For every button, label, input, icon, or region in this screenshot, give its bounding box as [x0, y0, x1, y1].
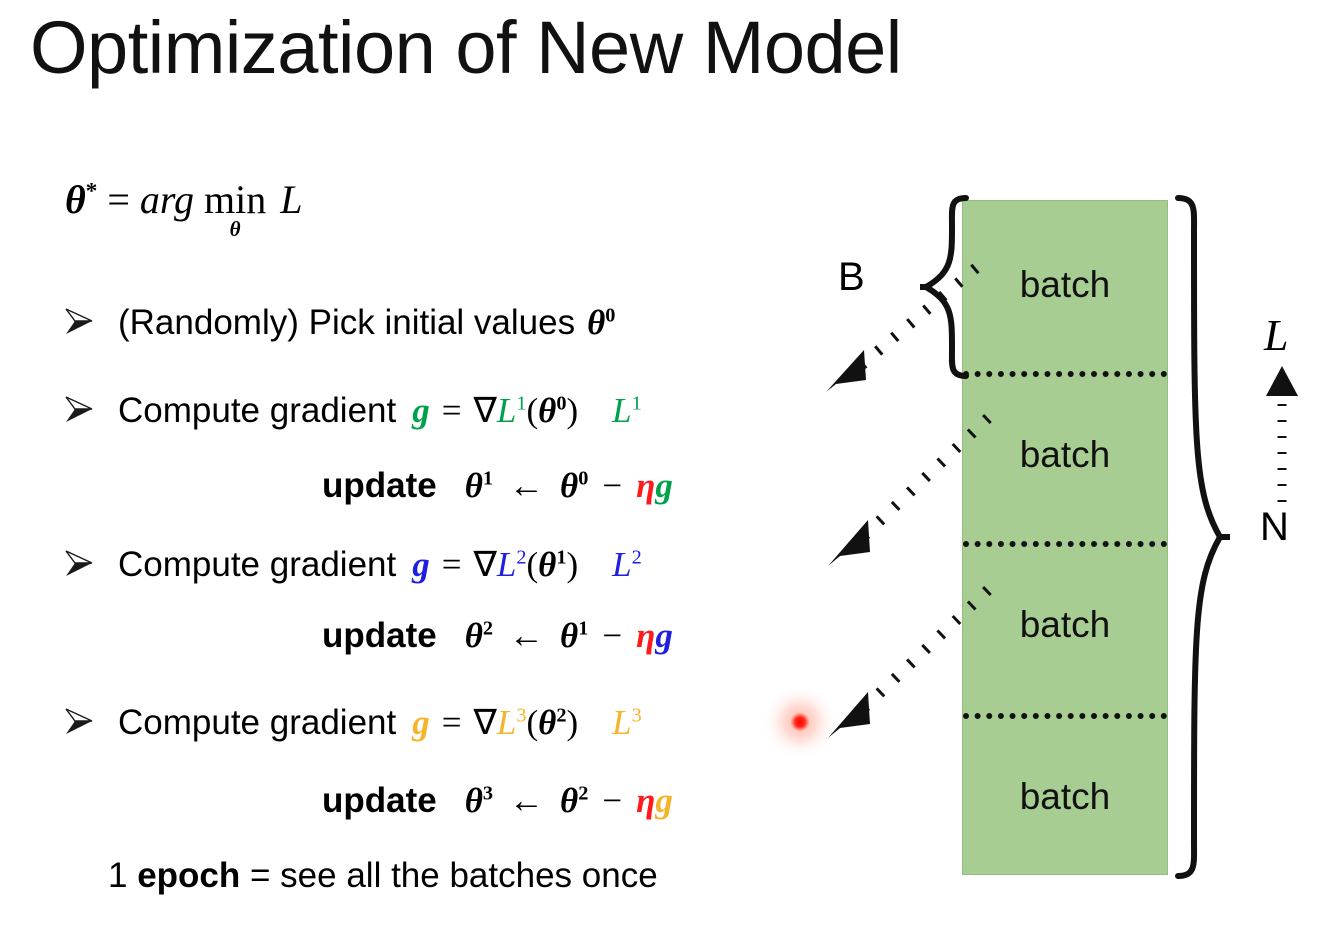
loss-tag-3: L3 — [612, 703, 642, 742]
bullet-4-text: Compute gradient — [118, 703, 397, 742]
open-paren: ( — [526, 391, 539, 430]
loss-term-2: L2 — [496, 545, 527, 584]
equals-sign: = — [107, 177, 130, 222]
bullet-2-text: Compute gradient — [118, 391, 397, 430]
batch-cell: batch — [1019, 264, 1111, 305]
g-symbol-3: g — [655, 781, 673, 820]
equals-sign: = — [441, 703, 462, 742]
loss-term-1: L1 — [496, 391, 527, 430]
theta-initial-symbol: θ0 — [587, 303, 616, 342]
batch-cell: batch — [1019, 434, 1111, 475]
update-lhs-2: θ2 — [464, 616, 494, 655]
min-subscript-theta: θ — [229, 217, 241, 241]
left-arrow-icon: ← — [509, 616, 545, 655]
epoch-count: 1 — [108, 856, 128, 895]
eta-symbol-3: η — [636, 781, 656, 820]
close-paren: ) — [566, 545, 579, 584]
page-title: Optimization of New Model — [30, 6, 902, 89]
bullet-compute-gradient-2: Compute gradient g = ∇ L2 ( θ1 ) L2 — [62, 542, 642, 585]
batch-cell: batch — [1019, 776, 1111, 817]
update-step-1: update θ1 ← θ0 − η g — [322, 466, 673, 506]
dataset-size-label: N — [1260, 505, 1289, 549]
dotted-diagonal-arrow-icon — [828, 414, 992, 566]
dotted-diagonal-arrow-icon — [826, 263, 980, 392]
objective-loss-symbol: L — [280, 177, 303, 222]
update-lhs-1: θ1 — [464, 466, 494, 505]
min-operator: min θ — [204, 176, 267, 241]
curly-brace-right-icon — [1175, 195, 1230, 879]
bullet-compute-gradient-1: Compute gradient g = ∇ L1 ( θ0 ) L1 — [62, 388, 642, 431]
loss-tag-2: L2 — [612, 545, 642, 584]
gradient-g-symbol-2: g — [412, 545, 430, 584]
theta-arg-1: θ0 — [538, 391, 567, 430]
batch-divider — [963, 713, 1167, 719]
update-rhs-3: θ2 — [560, 781, 589, 820]
g-symbol-2: g — [655, 616, 673, 655]
arg-label: arg — [139, 177, 195, 222]
nabla-icon: ∇ — [473, 703, 497, 742]
nabla-icon: ∇ — [473, 391, 497, 430]
epoch-note: 1 epoch = see all the batches once — [108, 856, 658, 896]
bullet-1-text: (Randomly) Pick initial values — [118, 303, 576, 342]
update-label-1: update — [322, 466, 437, 505]
minus-sign: − — [602, 466, 623, 505]
close-paren: ) — [566, 391, 579, 430]
bullet-3-text: Compute gradient — [118, 545, 397, 584]
loss-term-3: L3 — [496, 703, 527, 742]
open-paren: ( — [526, 545, 539, 584]
equals-sign: = — [441, 391, 462, 430]
dotted-diagonal-arrow-icon — [828, 586, 992, 738]
equals-sign: = — [441, 545, 462, 584]
batch-divider — [963, 371, 1167, 377]
update-step-2: update θ2 ← θ1 − η g — [322, 616, 673, 656]
left-arrow-icon: ← — [509, 781, 545, 820]
update-lhs-3: θ3 — [464, 781, 494, 820]
eta-symbol-2: η — [636, 616, 656, 655]
left-arrow-icon: ← — [509, 466, 545, 505]
theta-arg-2: θ1 — [538, 545, 567, 584]
arrow-bullet-icon — [62, 547, 96, 581]
curly-brace-left-icon — [920, 195, 969, 379]
epoch-rest: = see all the batches once — [250, 856, 658, 895]
loss-tag-1: L1 — [612, 391, 642, 430]
minus-sign: − — [602, 781, 623, 820]
loss-axis-label: L — [1264, 311, 1289, 360]
nabla-icon: ∇ — [473, 545, 497, 584]
batch-divider — [963, 541, 1167, 547]
bullet-pick-initial-values: (Randomly) Pick initial values θ0 — [62, 300, 615, 343]
gradient-g-symbol-1: g — [412, 391, 430, 430]
batch-size-label: B — [838, 255, 865, 299]
g-symbol-1: g — [655, 466, 673, 505]
close-paren: ) — [566, 703, 579, 742]
update-rhs-1: θ0 — [560, 466, 589, 505]
update-step-3: update θ3 ← θ2 − η g — [322, 781, 673, 821]
arrow-bullet-icon — [62, 393, 96, 427]
batch-diagram: batch batch batch batch B N L — [820, 180, 1324, 900]
red-laser-dot — [790, 712, 810, 732]
gradient-g-symbol-3: g — [412, 703, 430, 742]
update-rhs-2: θ1 — [560, 616, 589, 655]
theta-arg-3: θ2 — [538, 703, 567, 742]
minus-sign: − — [602, 616, 623, 655]
update-label-3: update — [322, 781, 437, 820]
dataset-column: batch batch batch batch — [962, 200, 1168, 875]
theta-star-symbol: θ* — [65, 177, 98, 222]
bullet-compute-gradient-3: Compute gradient g = ∇ L3 ( θ2 ) L3 — [62, 700, 642, 743]
dotted-up-arrow-icon — [1266, 366, 1298, 514]
arrow-bullet-icon — [62, 705, 96, 739]
epoch-keyword: epoch — [137, 856, 241, 895]
objective-formula: θ* = arg min θ L — [65, 176, 303, 241]
eta-symbol-1: η — [636, 466, 656, 505]
update-label-2: update — [322, 616, 437, 655]
open-paren: ( — [526, 703, 539, 742]
batch-cell: batch — [1019, 604, 1111, 645]
min-label: min — [204, 177, 267, 222]
arrow-bullet-icon — [62, 305, 96, 339]
